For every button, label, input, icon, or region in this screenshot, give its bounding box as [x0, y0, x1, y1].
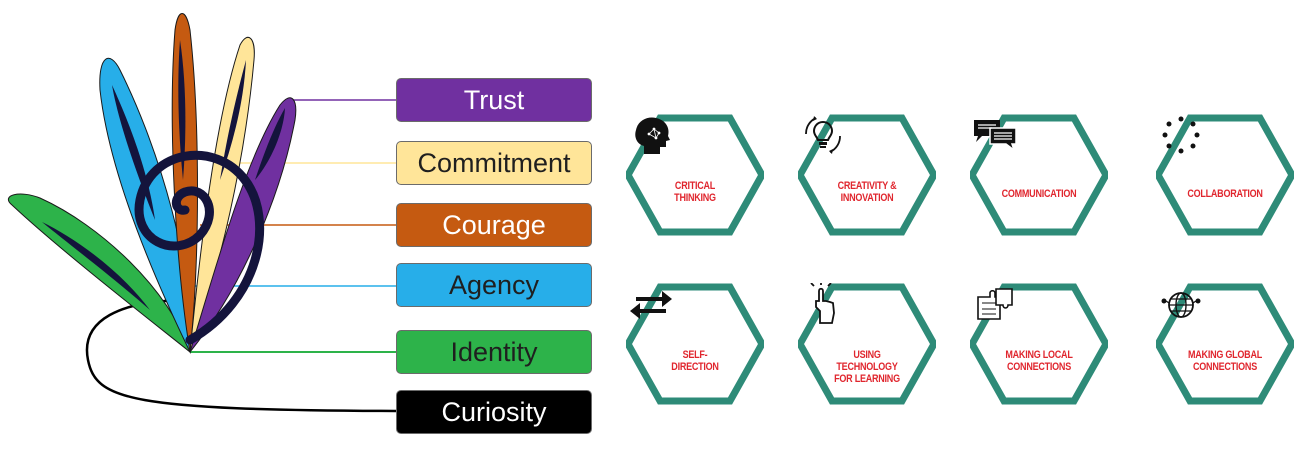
- competency-label: COLLABORATION: [1187, 188, 1263, 200]
- yellow-petal-vein: [220, 60, 246, 180]
- puzzle-pieces-icon: [977, 288, 1013, 320]
- value-label: Courage: [442, 209, 546, 240]
- competency-label: MAKING GLOBAL CONNECTIONS: [1188, 349, 1262, 373]
- pointing-hand-icon: [810, 283, 835, 324]
- globe-network-icon: [1161, 292, 1201, 318]
- feather-petals: [8, 13, 297, 354]
- hex-communication: COMMUNICATION: [970, 114, 1108, 236]
- spiral-swirl: [134, 150, 265, 345]
- purple-petal: [189, 97, 297, 353]
- hex-making-global: MAKING GLOBAL CONNECTIONS: [1156, 283, 1294, 405]
- values-hand-illustration: [8, 13, 397, 413]
- hex-critical-thinking: CRITICAL THINKING: [626, 114, 764, 236]
- value-box-agency: Agency: [396, 263, 592, 307]
- competency-label: COMMUNICATION: [1001, 188, 1077, 200]
- hex-making-local: MAKING LOCAL CONNECTIONS: [970, 283, 1108, 405]
- competency-label: SELF- DIRECTION: [671, 349, 719, 373]
- competency-label: CREATIVITY & INNOVATION: [837, 180, 897, 204]
- value-box-courage: Courage: [396, 203, 592, 247]
- competency-label: MAKING LOCAL CONNECTIONS: [1005, 349, 1073, 373]
- value-label: Trust: [463, 84, 525, 115]
- hex-creativity-innovation: CREATIVITY & INNOVATION: [798, 114, 936, 236]
- hex-collaboration: COLLABORATION: [1156, 114, 1294, 236]
- value-box-commitment: Commitment: [396, 141, 592, 185]
- purple-petal-vein: [255, 108, 285, 180]
- orange-petal-vein: [178, 40, 186, 180]
- value-label: Identity: [450, 336, 538, 367]
- speech-bubbles-icon: [974, 120, 1017, 153]
- value-box-identity: Identity: [396, 330, 592, 374]
- value-label: Curiosity: [441, 396, 547, 427]
- competency-label: CRITICAL THINKING: [674, 180, 716, 204]
- competency-label: USING TECHNOLOGY FOR LEARNING: [834, 349, 900, 385]
- value-box-trust: Trust: [396, 78, 592, 122]
- value-label: Agency: [448, 269, 540, 300]
- people-circle-icon: [1162, 116, 1200, 154]
- value-label: Commitment: [417, 147, 571, 178]
- brain-head-icon: [635, 117, 670, 154]
- hex-self-direction: SELF- DIRECTION: [626, 283, 764, 405]
- lightbulb-cycle-icon: [805, 116, 841, 154]
- green-petal: [8, 193, 191, 354]
- hex-using-technology: USING TECHNOLOGY FOR LEARNING: [798, 283, 936, 405]
- value-box-curiosity: Curiosity: [396, 390, 592, 434]
- curiosity-stem: [85, 298, 397, 413]
- arrows-exchange-icon: [630, 291, 672, 319]
